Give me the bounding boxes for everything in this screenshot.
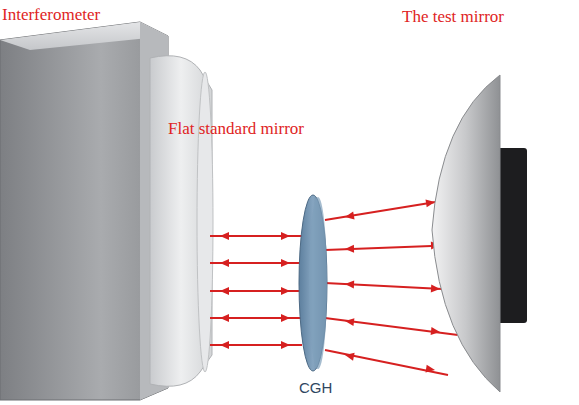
ray-arrowhead xyxy=(345,245,354,253)
ray-arrowhead xyxy=(281,287,290,295)
instrument-label: Interferometer xyxy=(2,6,100,25)
ray-arrowhead xyxy=(281,232,290,240)
ray-arrowhead xyxy=(220,287,229,295)
ray-arrowhead xyxy=(345,318,354,326)
ray-arrowhead xyxy=(220,314,229,322)
mirror-label: Flat standard mirror xyxy=(168,120,304,139)
element-label: CGH xyxy=(299,380,332,397)
ray-arrowhead xyxy=(220,232,229,240)
ray-arrowhead xyxy=(281,314,290,322)
mirror-label: The test mirror xyxy=(402,8,504,27)
ray-arrowhead xyxy=(220,341,229,349)
ray-arrowhead xyxy=(431,327,440,335)
ray-arrowhead xyxy=(426,199,435,207)
ray-arrowhead xyxy=(345,353,355,361)
ray-arrowhead xyxy=(220,259,229,267)
ray-arrowhead xyxy=(345,280,354,288)
ray-arrowhead xyxy=(281,341,290,349)
ray-arrowhead xyxy=(345,212,355,220)
ray-arrowhead xyxy=(281,259,290,267)
ray-arrowhead xyxy=(426,365,435,373)
ray-arrowhead xyxy=(431,284,440,292)
